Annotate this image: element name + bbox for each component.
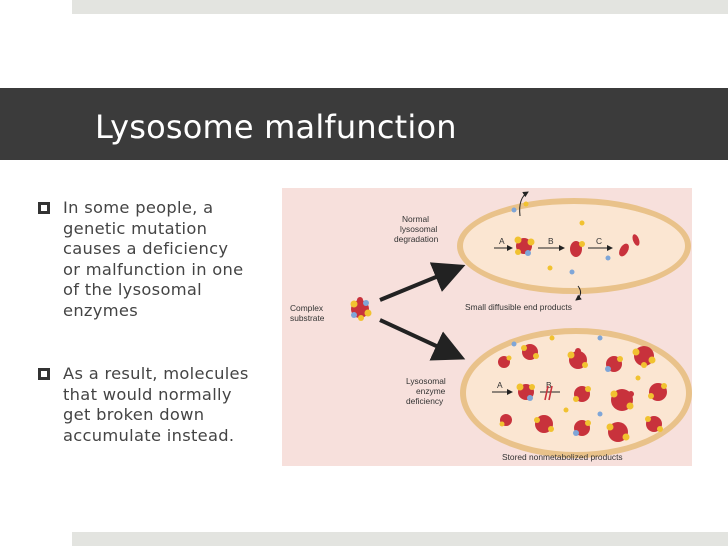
step-label-c: C — [596, 236, 602, 246]
step-label-b: B — [548, 236, 554, 246]
step-label-a-deficient: A — [497, 380, 503, 390]
step-label-a: A — [499, 236, 505, 246]
complex-label-line: substrate — [290, 313, 325, 323]
lysosome-diagram-svg: Normal lysosomal degradation Complex sub… — [290, 191, 692, 462]
intermediate-product — [570, 241, 585, 257]
accumulated-substrate-clusters — [498, 335, 667, 442]
normal-label-line: degradation — [394, 234, 439, 244]
complex-substrate-icon — [350, 297, 372, 321]
top-decorative-strip — [72, 0, 728, 14]
normal-substrate-cluster — [514, 236, 535, 256]
stored-products-label: Stored nonmetabolized products — [502, 452, 623, 462]
slide-title: Lysosome malfunction — [95, 108, 457, 146]
normal-label-line: lysosomal — [400, 224, 437, 234]
title-bar — [0, 88, 728, 160]
bottom-decorative-strip — [72, 532, 728, 546]
normal-label-line: Normal — [402, 214, 429, 224]
bullet-square-icon — [38, 368, 50, 380]
deficiency-label-line: enzyme — [416, 386, 446, 396]
complex-label-line: Complex — [290, 303, 324, 313]
step-label-b-deficient: B — [546, 380, 552, 390]
bullet-square-icon — [38, 202, 50, 214]
deficiency-label-line: Lysosomal — [406, 376, 446, 386]
arrow-to-deficient — [379, 318, 466, 361]
lysosome-diagram: Normal lysosomal degradation Complex sub… — [282, 188, 692, 466]
bullet-text: In some people, a genetic mutation cause… — [63, 198, 244, 320]
deficiency-label-line: deficiency — [406, 396, 444, 406]
bullet-text: As a result, molecules that would normal… — [63, 364, 249, 445]
arrow-to-normal — [379, 262, 466, 302]
small-products-label: Small diffusible end products — [465, 302, 572, 312]
